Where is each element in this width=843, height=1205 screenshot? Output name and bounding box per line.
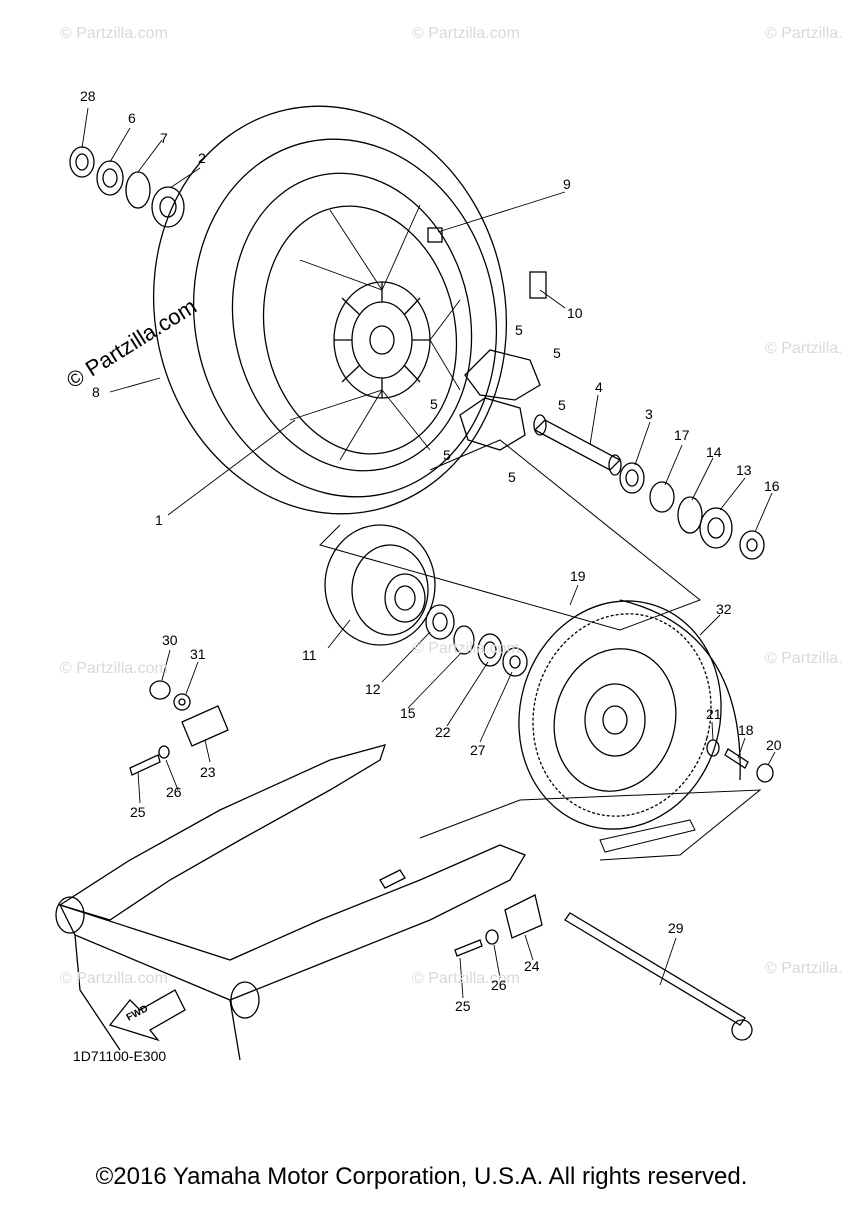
callout-32: 32 xyxy=(716,601,732,617)
callout-7: 7 xyxy=(160,130,168,146)
callout-6: 6 xyxy=(128,110,136,126)
watermark: © Partzilla.com xyxy=(60,970,168,987)
callout-4: 4 xyxy=(595,379,603,395)
watermark: © Partzilla.com xyxy=(60,660,168,677)
wheel-spokes xyxy=(289,204,461,461)
callout-25: 25 xyxy=(130,804,146,820)
watermark: © Partzilla.com xyxy=(412,25,520,42)
callout-21: 21 xyxy=(706,706,722,722)
sprocket-bearing-stack xyxy=(425,604,528,677)
callout-5: 5 xyxy=(508,469,516,485)
leader-lines xyxy=(81,107,776,999)
callout-13: 13 xyxy=(736,462,752,478)
watermark: © Partzilla.com xyxy=(765,25,843,42)
callout-5: 5 xyxy=(443,447,451,463)
right-adjuster-hardware xyxy=(454,894,543,957)
damper-9 xyxy=(427,227,443,243)
callout-31: 31 xyxy=(190,646,206,662)
watermark: © Partzilla.com xyxy=(765,340,843,357)
callout-26: 26 xyxy=(166,784,182,800)
sprocket-hub xyxy=(324,524,436,646)
tire xyxy=(152,105,508,515)
callout-2: 2 xyxy=(198,150,206,166)
callout-29: 29 xyxy=(668,920,684,936)
callout-9: 9 xyxy=(563,176,571,192)
callout-26: 26 xyxy=(491,977,507,993)
callout-8: 8 xyxy=(92,384,100,400)
callout-24: 24 xyxy=(524,958,540,974)
callout-15: 15 xyxy=(400,705,416,721)
section-outline-lower xyxy=(419,789,762,861)
copyright-notice: ©2016 Yamaha Motor Corporation, U.S.A. A… xyxy=(95,1163,748,1190)
damper-10 xyxy=(529,271,547,299)
callout-25: 25 xyxy=(455,998,471,1014)
callout-1: 1 xyxy=(155,512,163,528)
watermark: © Partzilla.com xyxy=(412,640,520,657)
callout-5: 5 xyxy=(515,322,523,338)
rear-axle xyxy=(564,912,753,1041)
callout-5: 5 xyxy=(553,345,561,361)
watermark: © Partzilla.com xyxy=(412,970,520,987)
callout-3: 3 xyxy=(645,406,653,422)
damper-cluster xyxy=(459,349,541,451)
callout-11: 11 xyxy=(302,647,317,663)
callout-27: 27 xyxy=(470,742,486,758)
swingarm xyxy=(55,744,526,1061)
callout-19: 19 xyxy=(570,568,586,584)
callout-23: 23 xyxy=(200,764,216,780)
callout-16: 16 xyxy=(764,478,780,494)
callout-30: 30 xyxy=(162,632,178,648)
watermark: © Partzilla.com xyxy=(60,25,168,42)
callout-10: 10 xyxy=(567,305,583,321)
callout-5: 5 xyxy=(430,396,438,412)
watermark: © Partzilla.com xyxy=(765,650,843,667)
callout-5: 5 xyxy=(558,397,566,413)
callout-18: 18 xyxy=(738,722,754,738)
watermark: © Partzilla.com xyxy=(765,960,843,977)
callout-17: 17 xyxy=(674,427,690,443)
left-bearing-stack xyxy=(69,146,185,228)
callout-28: 28 xyxy=(80,88,96,104)
diagram-code: 1D71100-E300 xyxy=(73,1048,167,1064)
callout-22: 22 xyxy=(435,724,451,740)
callout-12: 12 xyxy=(365,681,381,697)
left-adjuster-hardware xyxy=(129,680,229,776)
fwd-arrow-icon xyxy=(108,989,186,1042)
callout-14: 14 xyxy=(706,444,722,460)
callout-20: 20 xyxy=(766,737,782,753)
axle-collar-stack xyxy=(533,414,765,560)
wheel-hub xyxy=(333,281,431,399)
